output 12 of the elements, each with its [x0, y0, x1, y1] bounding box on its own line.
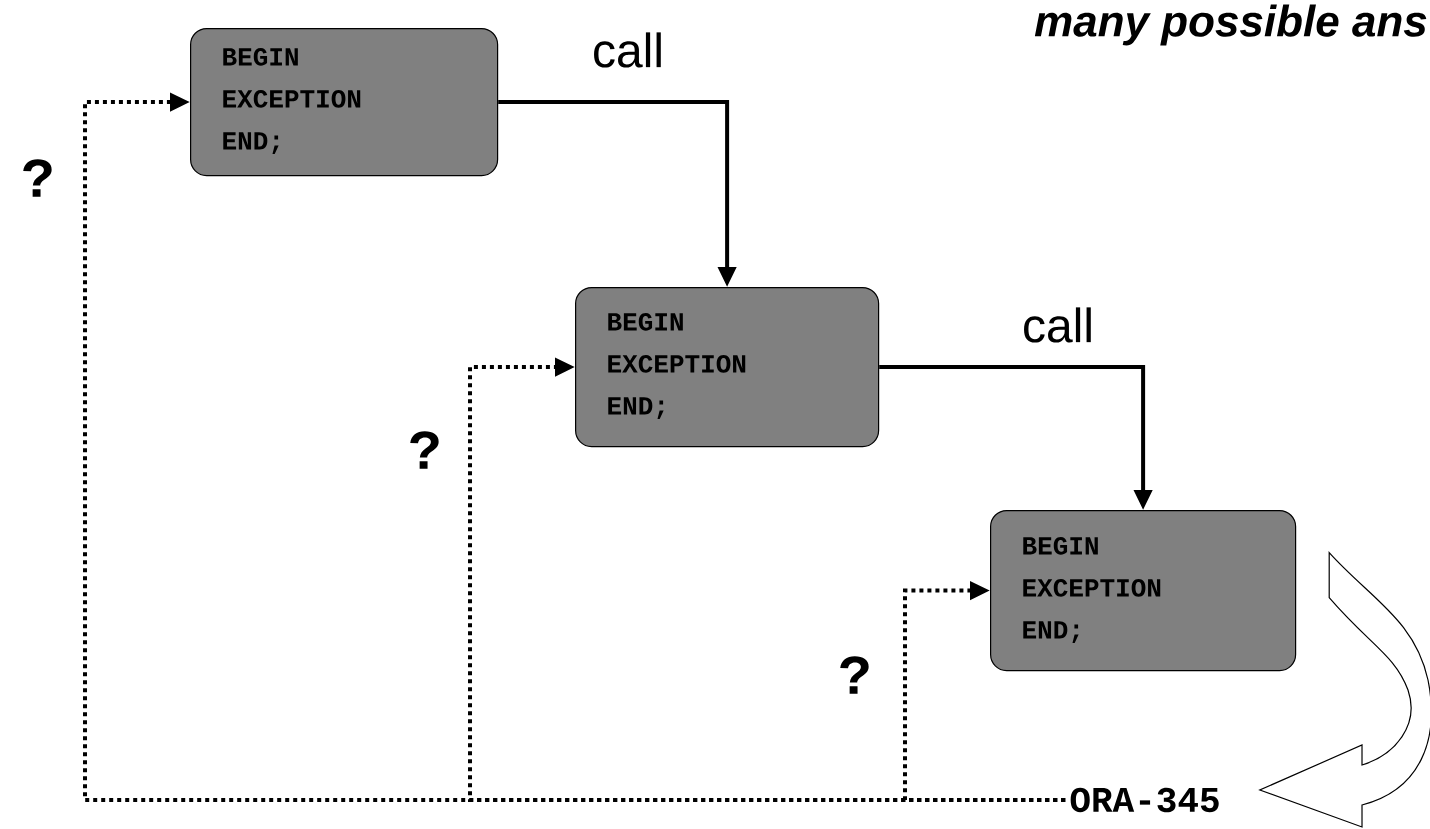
edge-label: call	[594, 32, 661, 68]
question-mark: ?	[410, 431, 439, 469]
code-box: BEGIN EXCEPTION END;	[990, 510, 1297, 672]
question-mark: ?	[840, 656, 869, 694]
title: many possible ans	[1034, 4, 1427, 46]
dotted-arrow	[903, 581, 1066, 802]
error-code: ORA-345	[1065, 783, 1225, 817]
curved-block-arrow	[1259, 552, 1430, 828]
code-box: BEGIN EXCEPTION END;	[190, 28, 499, 177]
edge-label: call	[1024, 307, 1091, 343]
code-box: BEGIN EXCEPTION END;	[575, 287, 880, 448]
question-mark: ?	[23, 159, 52, 197]
